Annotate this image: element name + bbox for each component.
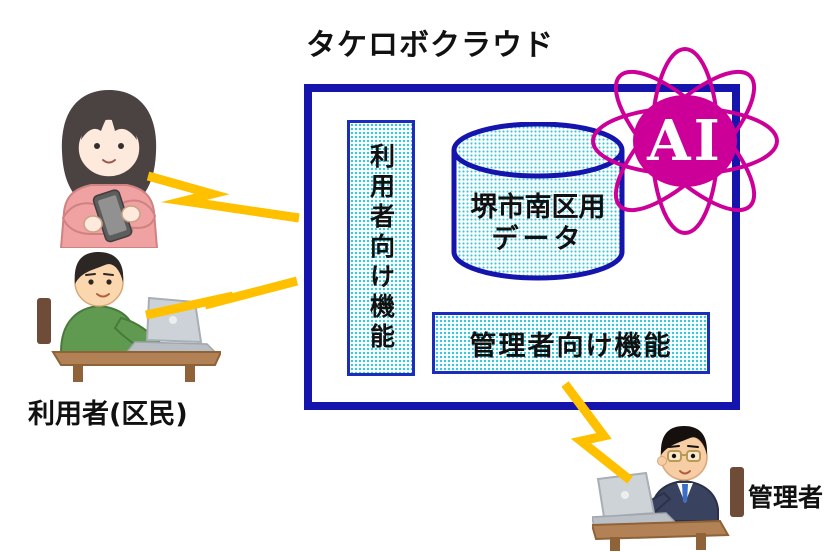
user-functions-box: 利用者向け機能 bbox=[347, 120, 415, 376]
database-body bbox=[451, 150, 625, 281]
database-label-line1: 堺市南区用 bbox=[471, 191, 606, 223]
ai-atom-icon: AI bbox=[591, 47, 779, 235]
admin-illustration bbox=[592, 426, 744, 551]
ai-badge-label: AI bbox=[646, 108, 723, 174]
users-label: 利用者(区民) bbox=[28, 399, 188, 430]
admin-label: 管理者 bbox=[748, 483, 824, 512]
admin-functions-label: 管理者向け機能 bbox=[469, 330, 673, 362]
admin-functions-box: 管理者向け機能 bbox=[432, 312, 710, 374]
woman-hands bbox=[83, 205, 141, 233]
resident-woman-illustration bbox=[59, 90, 159, 248]
resident-man-illustration bbox=[37, 252, 221, 382]
chair bbox=[730, 467, 744, 517]
database-label-line2: データ bbox=[492, 223, 585, 255]
database-top bbox=[451, 122, 625, 179]
user-functions-label: 利用者向け機能 bbox=[366, 143, 396, 353]
admin-head bbox=[657, 426, 708, 481]
desk bbox=[592, 519, 730, 551]
ai-badge-fill bbox=[633, 95, 737, 187]
woman-face bbox=[77, 108, 141, 178]
desk bbox=[51, 351, 221, 382]
chair bbox=[37, 298, 51, 344]
cloud-title: タケロボクラウド bbox=[306, 28, 554, 63]
man-head bbox=[74, 252, 124, 307]
database-icon: 堺市南区用 データ bbox=[451, 122, 625, 281]
